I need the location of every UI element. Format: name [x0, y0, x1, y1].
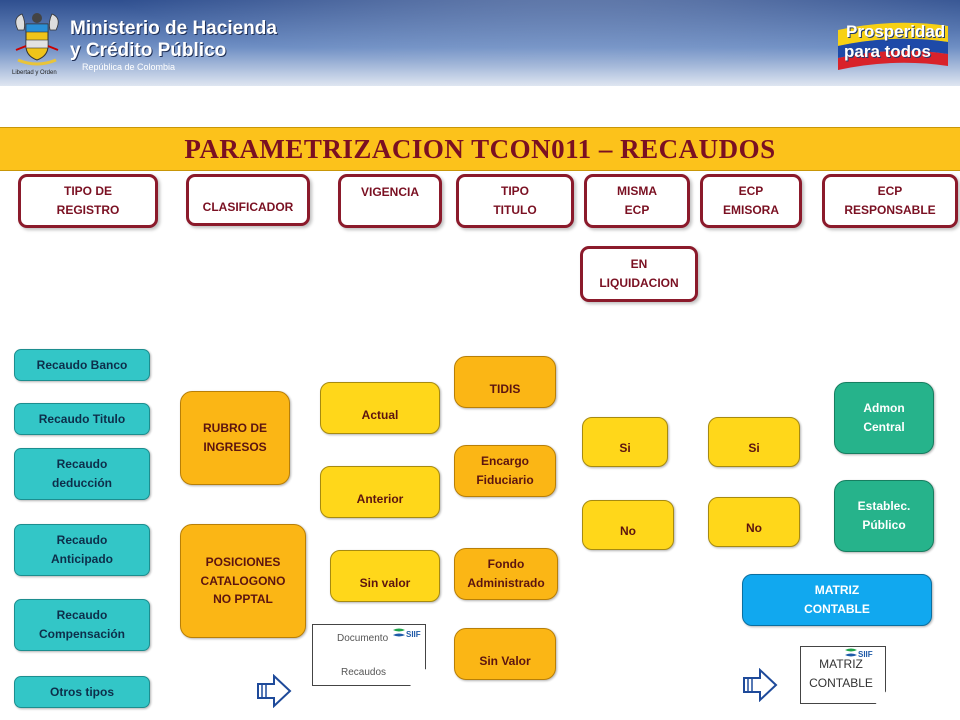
vigencia-item: Sin valor — [330, 550, 440, 602]
header-tipo-registro: TIPO DE REGISTRO — [18, 174, 158, 228]
header-ecp-responsable: ECP RESPONSABLE — [822, 174, 958, 228]
ecp-emisora-item: No — [708, 497, 800, 547]
ecp-responsable-item: Admon Central — [834, 382, 934, 454]
banner-shine — [0, 0, 960, 86]
tipo-registro-item: Recaudo Banco — [14, 349, 150, 381]
next-arrow-icon[interactable] — [742, 668, 778, 702]
header-vigencia: VIGENCIA — [338, 174, 442, 228]
vigencia-item: Actual — [320, 382, 440, 434]
tipo-registro-item: Otros tipos — [14, 676, 150, 708]
clasificador-item: RUBRO DE INGRESOS — [180, 391, 290, 485]
title-bar: PARAMETRIZACION TCON011 – RECAUDOS — [0, 127, 960, 171]
misma-ecp-item: No — [582, 500, 674, 550]
tipo-registro-item: Recaudo Titulo — [14, 403, 150, 435]
misma-ecp-item: Si — [582, 417, 668, 467]
page-title: PARAMETRIZACION TCON011 – RECAUDOS — [184, 133, 776, 164]
header-en-liquidacion: EN LIQUIDACION — [580, 246, 698, 302]
tipo-titulo-item: Fondo Administrado — [454, 548, 558, 600]
prosperidad-logo: Prosperidad para todos — [838, 16, 948, 70]
vigencia-item: Anterior — [320, 466, 440, 518]
slogan-line2: para todos — [844, 42, 931, 61]
ecp-emisora-item: Si — [708, 417, 800, 467]
documento-matriz-contable[interactable]: MATRIZ CONTABLE SIIF — [800, 646, 886, 704]
siif-logo-label: SIIF — [406, 630, 421, 639]
tipo-registro-item: Recaudo deducción — [14, 448, 150, 500]
tipo-registro-item: Recaudo Anticipado — [14, 524, 150, 576]
header-ecp-emisora: ECP EMISORA — [700, 174, 802, 228]
documento-matriz-label: MATRIZ CONTABLE — [809, 657, 873, 691]
header-clasificador: CLASIFICADOR — [186, 174, 310, 226]
documento-recaudos[interactable]: Documento Recaudos SIIF — [312, 624, 426, 686]
clasificador-item: POSICIONES CATALOGONO NO PPTAL — [180, 524, 306, 638]
documento-recaudos-line1: Documento — [337, 633, 389, 644]
header-misma-ecp: MISMA ECP — [584, 174, 690, 228]
next-arrow-icon[interactable] — [256, 674, 292, 708]
ministry-country: República de Colombia — [82, 62, 176, 72]
header-tipo-titulo: TIPO TITULO — [456, 174, 574, 228]
tipo-titulo-item: Encargo Fiduciario — [454, 445, 556, 497]
siif-logo-icon: SIIF — [845, 648, 873, 659]
siif-logo-icon: SIIF — [393, 628, 421, 639]
tipo-titulo-item: Sin Valor — [454, 628, 556, 680]
colombia-crest-icon — [15, 13, 59, 66]
matriz-contable-box: MATRIZ CONTABLE — [742, 574, 932, 626]
tipo-registro-item: Recaudo Compensación — [14, 599, 150, 651]
documento-recaudos-line2: Recaudos — [341, 667, 387, 678]
tipo-titulo-item: TIDIS — [454, 356, 556, 408]
prosperidad-flag-icon — [838, 22, 948, 70]
crest-motto: Libertad y Orden — [12, 70, 57, 76]
ministry-name-line1: Ministerio de Hacienda — [70, 18, 277, 39]
slogan-line1: Prosperidad — [846, 22, 946, 41]
ecp-responsable-item: Establec. Público — [834, 480, 934, 552]
ministry-name-line2: y Crédito Público — [70, 40, 227, 61]
siif-logo-label: SIIF — [858, 650, 873, 659]
header-banner: Ministerio de Hacienda y Crédito Público… — [0, 0, 960, 86]
